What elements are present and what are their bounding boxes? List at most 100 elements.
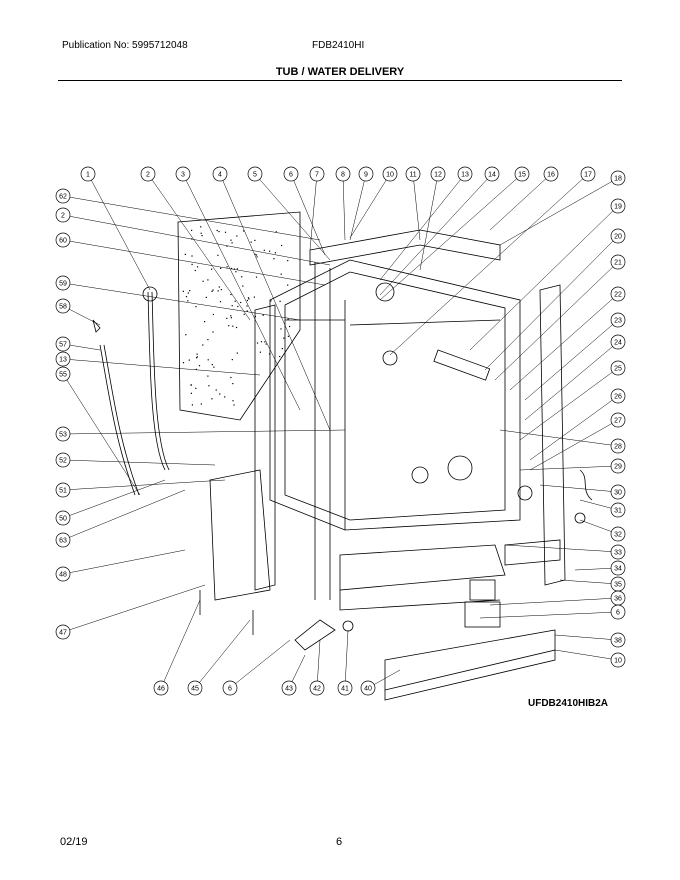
insulation-speck: [217, 290, 219, 292]
callout-number: 52: [59, 458, 67, 465]
insulation-speck: [231, 242, 233, 244]
insulation-speck: [233, 404, 235, 406]
callout-34: 34: [610, 560, 626, 576]
callout-number: 50: [59, 516, 67, 523]
insulation-speck: [283, 337, 285, 339]
insulation-speck: [207, 359, 209, 361]
callout-number: 21: [614, 260, 622, 267]
callout-number: 40: [364, 686, 372, 693]
insulation-speck: [202, 344, 204, 346]
insulation-speck: [197, 266, 199, 268]
callout-leader: [509, 293, 619, 391]
callout-55: 55: [55, 366, 71, 382]
callout-38: 38: [610, 632, 626, 648]
fill-hose: [99, 291, 170, 496]
page-title: TUB / WATER DELIVERY: [275, 66, 405, 78]
callout-number: 2: [146, 172, 150, 179]
page-number: 6: [336, 836, 343, 848]
insulation-speck: [228, 325, 230, 327]
insulation-speck: [230, 317, 232, 319]
callout-number: 60: [59, 238, 67, 245]
top-frame: [309, 229, 501, 600]
figure-code: UFDB2410HIB2A: [528, 698, 609, 709]
insulation-speck: [191, 404, 193, 406]
insulation-speck: [207, 339, 209, 341]
insulation-speck: [190, 392, 192, 394]
callout-leader: [62, 195, 321, 241]
insulation-speck: [212, 331, 214, 333]
insulation-speck: [195, 387, 197, 389]
insulation-speck: [243, 230, 245, 232]
insulation-speck: [190, 384, 192, 386]
callout-23: 23: [610, 312, 626, 328]
insulation-speck: [220, 267, 222, 269]
callout-leader: [87, 173, 151, 291]
insulation-speck: [212, 313, 214, 316]
callout-27: 27: [610, 412, 626, 428]
callout-leader: [379, 173, 493, 296]
callout-45: 45: [187, 680, 203, 696]
insulation-speck: [270, 300, 272, 302]
callout-26: 26: [610, 388, 626, 404]
callout-number: 27: [614, 418, 622, 425]
insulation-speck: [184, 253, 186, 255]
insulation-speck: [254, 239, 256, 241]
callout-number: 11: [409, 172, 416, 179]
callout-leader: [182, 173, 301, 411]
callout-leader: [254, 173, 331, 261]
callout-leader: [499, 429, 619, 447]
insulation-speck: [196, 353, 198, 355]
insulation-speck: [287, 260, 289, 262]
insulation-speck: [218, 286, 220, 288]
insulation-speck: [287, 284, 289, 286]
callout-number: 1: [86, 172, 90, 179]
callout-leader: [554, 634, 619, 641]
insulation-speck: [253, 296, 255, 298]
insulation-speck: [207, 375, 209, 377]
insulation-speck: [231, 305, 233, 307]
insulation-speck: [187, 292, 189, 294]
insulation-speck: [195, 368, 197, 370]
callout-number: 29: [614, 464, 622, 471]
callout-13: 13: [55, 351, 71, 367]
callout-22: 22: [610, 286, 626, 302]
insulation-speck: [256, 342, 259, 344]
callout-17: 17: [580, 166, 596, 182]
insulation-speck: [281, 244, 283, 247]
insulation-speck: [208, 385, 210, 387]
insulation-speck: [259, 351, 261, 353]
callout-leader: [529, 395, 619, 461]
insulation-speck: [236, 352, 238, 354]
callout-leader: [342, 173, 346, 241]
callout-number: 46: [157, 686, 165, 693]
callout-9: 9: [358, 166, 374, 182]
callout-number: 57: [59, 342, 67, 349]
callout-leader: [379, 173, 466, 281]
base-plate: [339, 544, 506, 611]
callout-number: 30: [614, 490, 622, 497]
insulation-speck: [275, 231, 277, 233]
callout-leader: [484, 235, 619, 371]
tub-body: [269, 259, 521, 531]
callout-35: 35: [610, 576, 626, 592]
callout-leader: [349, 173, 391, 239]
callout-47: 47: [55, 624, 71, 640]
callout-leader: [194, 619, 251, 689]
callout-number: 12: [434, 172, 442, 179]
callout-5: 5: [247, 166, 263, 182]
callout-30: 30: [610, 484, 626, 500]
callout-number: 15: [518, 172, 526, 179]
insulation-speck: [216, 229, 218, 232]
callout-number: 22: [614, 292, 622, 299]
insulation-speck: [256, 256, 258, 258]
insulation-speck: [182, 362, 185, 364]
insulation-speck: [188, 359, 190, 361]
insulation-speck: [219, 393, 221, 395]
callout-31: 31: [610, 502, 626, 518]
callout-leader: [539, 484, 619, 493]
callout-2: 2: [140, 166, 156, 182]
callout-number: 13: [461, 172, 469, 179]
callout-leader: [62, 239, 326, 286]
callout-4: 4: [212, 166, 228, 182]
